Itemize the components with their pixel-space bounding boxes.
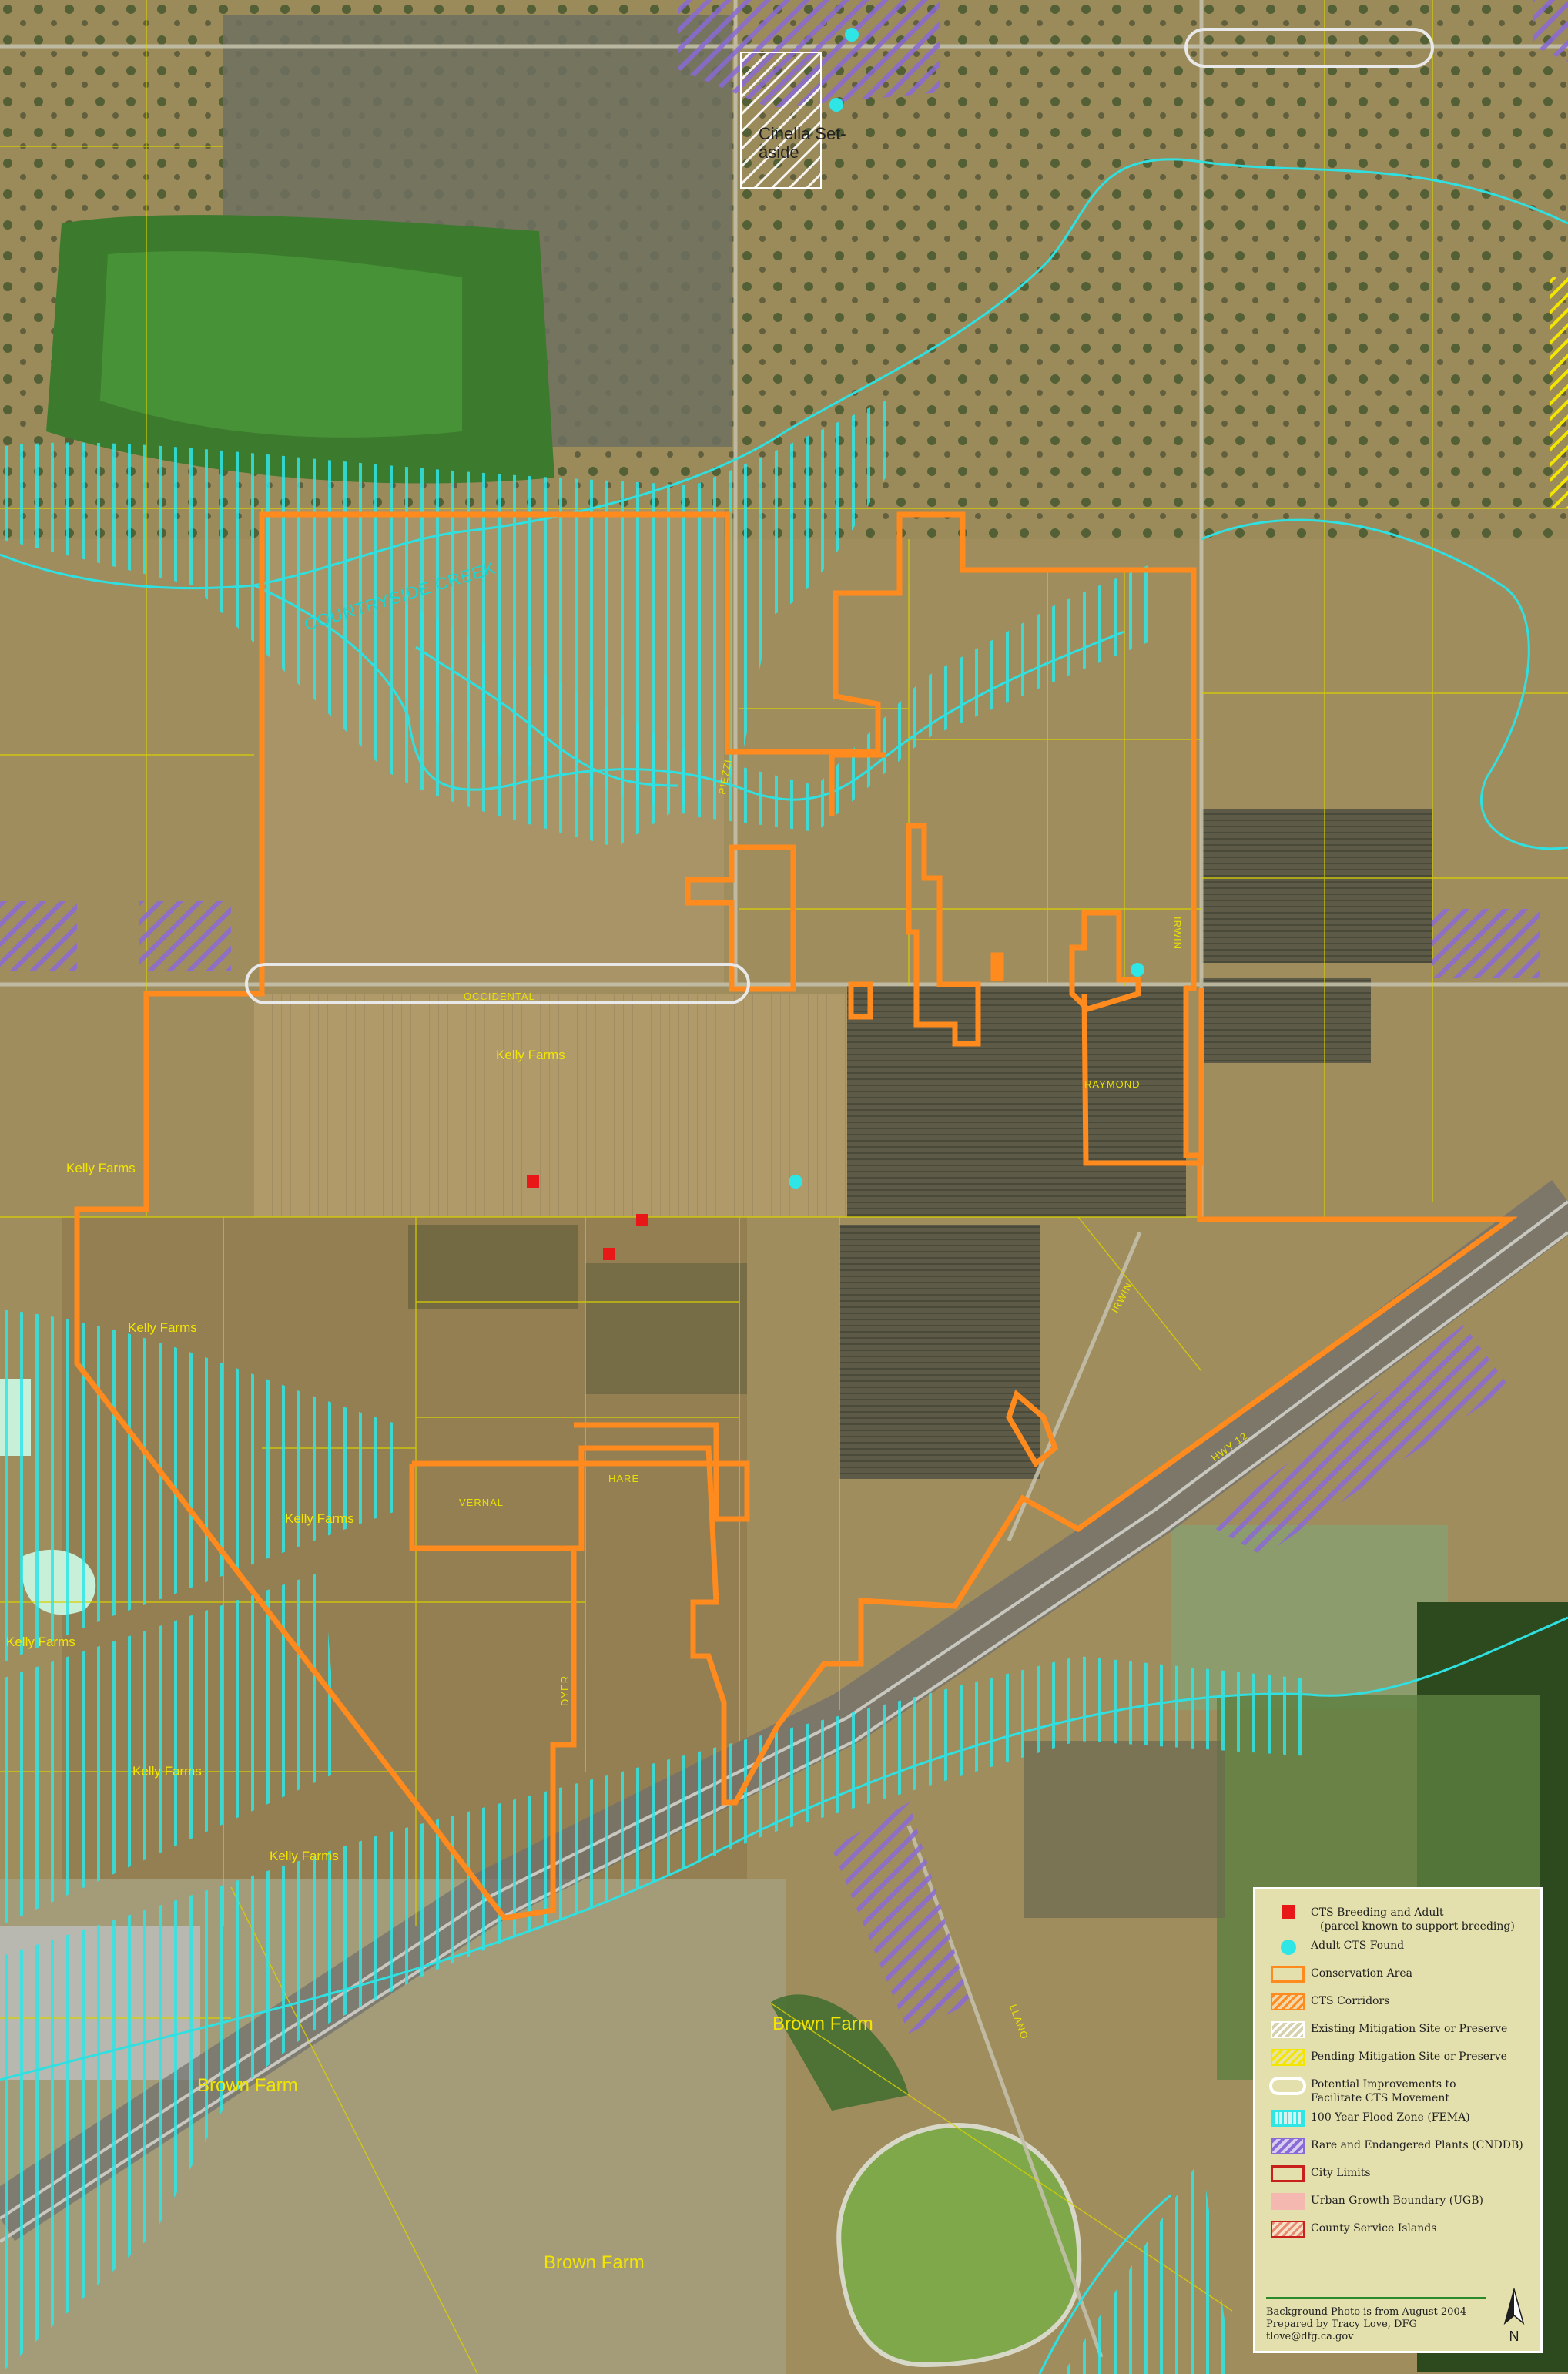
street-label-hare: HARE (608, 1473, 640, 1484)
cts-breeding-marker[interactable] (527, 1175, 539, 1188)
legend-item: City Limits (1266, 2161, 1529, 2188)
purple-hatch-icon (1271, 2138, 1305, 2154)
street-label-dyer: DYER (559, 1675, 571, 1706)
legend-label: County Service Islands (1311, 2222, 1437, 2235)
legend-label: Existing Mitigation Site or Preserve (1311, 2023, 1508, 2035)
photo-date-note: Background Photo is from August 2004 (1266, 2306, 1466, 2318)
red-hatch-icon (1271, 2221, 1305, 2238)
white-ellipse-icon (1269, 2077, 1306, 2095)
legend-label: Pending Mitigation Site or Preserve (1311, 2050, 1507, 2063)
kelly-farms-label: Kelly Farms (496, 1048, 565, 1062)
legend-item: 100 Year Flood Zone (FEMA) (1266, 2105, 1529, 2133)
kelly-farms-label: Kelly Farms (270, 1849, 339, 1863)
north-label: N (1509, 2329, 1519, 2344)
adult-cts-marker[interactable] (829, 98, 843, 112)
adult-cts-marker[interactable] (1131, 963, 1144, 977)
cinella-label: Cinella Set-aside (759, 124, 846, 162)
brown-farm-label: Brown Farm (544, 2252, 645, 2273)
cyan-box-icon (1271, 2110, 1305, 2127)
brown-farm-label: Brown Farm (772, 2014, 873, 2034)
kelly-farms-label: Kelly Farms (132, 1764, 202, 1779)
red-square-icon (1282, 1905, 1295, 1919)
legend-label: CTS Breeding and Adult (1311, 1906, 1444, 1919)
legend-sublabel: Facilitate CTS Movement (1311, 2092, 1449, 2104)
legend-item: Existing Mitigation Site or Preserve (1266, 2017, 1529, 2044)
cts-breeding-marker[interactable] (603, 1248, 615, 1260)
legend-divider (1266, 2297, 1486, 2299)
legend-item: Adult CTS Found (1266, 1933, 1529, 1961)
pink-box-icon (1271, 2193, 1305, 2210)
cyan-dot-icon (1281, 1940, 1296, 1955)
street-label-vernal: VERNAL (459, 1497, 504, 1508)
legend-item: Rare and Endangered Plants (CNDDB) (1266, 2133, 1529, 2161)
legend-footer: Background Photo is from August 2004 Pre… (1266, 2306, 1466, 2343)
street-label-irwin: IRWIN (1171, 917, 1183, 951)
legend-label: Rare and Endangered Plants (CNDDB) (1311, 2139, 1523, 2151)
kelly-farms-label: Kelly Farms (6, 1635, 75, 1649)
legend-sublabel: (parcel known to support breeding) (1320, 1920, 1515, 1933)
street-label-raymond: RAYMOND (1084, 1078, 1141, 1090)
legend-label: Adult CTS Found (1311, 1940, 1405, 1952)
north-arrow-icon: N (1499, 2287, 1529, 2344)
legend-label: Conservation Area (1311, 1967, 1413, 1980)
cts-breeding-marker[interactable] (636, 1214, 648, 1226)
map-legend: CTS Breeding and Adult(parcel known to s… (1253, 1887, 1543, 2353)
legend-item: County Service Islands (1266, 2216, 1529, 2244)
brown-farm-label: Brown Farm (197, 2075, 298, 2096)
adult-cts-marker[interactable] (789, 1175, 802, 1189)
legend-item: Pending Mitigation Site or Preserve (1266, 2044, 1529, 2072)
kelly-farms-label: Kelly Farms (285, 1511, 354, 1526)
legend-item: CTS Corridors (1266, 1989, 1529, 2017)
yellow-hatch-icon (1271, 2049, 1305, 2066)
street-label-occidental: OCCIDENTAL (464, 991, 535, 1002)
red-outline-icon (1271, 2165, 1305, 2182)
legend-item: Conservation Area (1266, 1961, 1529, 1989)
prepared-by-note: Prepared by Tracy Love, DFG (1266, 2319, 1417, 2330)
kelly-farms-label: Kelly Farms (66, 1161, 136, 1175)
kelly-farms-label: Kelly Farms (128, 1320, 197, 1335)
legend-item: Urban Growth Boundary (UGB) (1266, 2188, 1529, 2216)
legend-label: 100 Year Flood Zone (FEMA) (1311, 2111, 1470, 2124)
legend-label: Potential Improvements to (1311, 2078, 1456, 2091)
adult-cts-marker[interactable] (845, 28, 859, 42)
orange-outline-icon (1271, 1966, 1305, 1983)
white-hatch-icon (1271, 2021, 1305, 2038)
legend-item: CTS Breeding and Adult(parcel known to s… (1266, 1900, 1529, 1933)
legend-label: City Limits (1311, 2167, 1371, 2179)
orange-hatch-icon (1271, 1993, 1305, 2010)
legend-label: Urban Growth Boundary (UGB) (1311, 2195, 1483, 2207)
contact-email: tlove@dfg.ca.gov (1266, 2331, 1354, 2342)
legend-label: CTS Corridors (1311, 1995, 1390, 2007)
